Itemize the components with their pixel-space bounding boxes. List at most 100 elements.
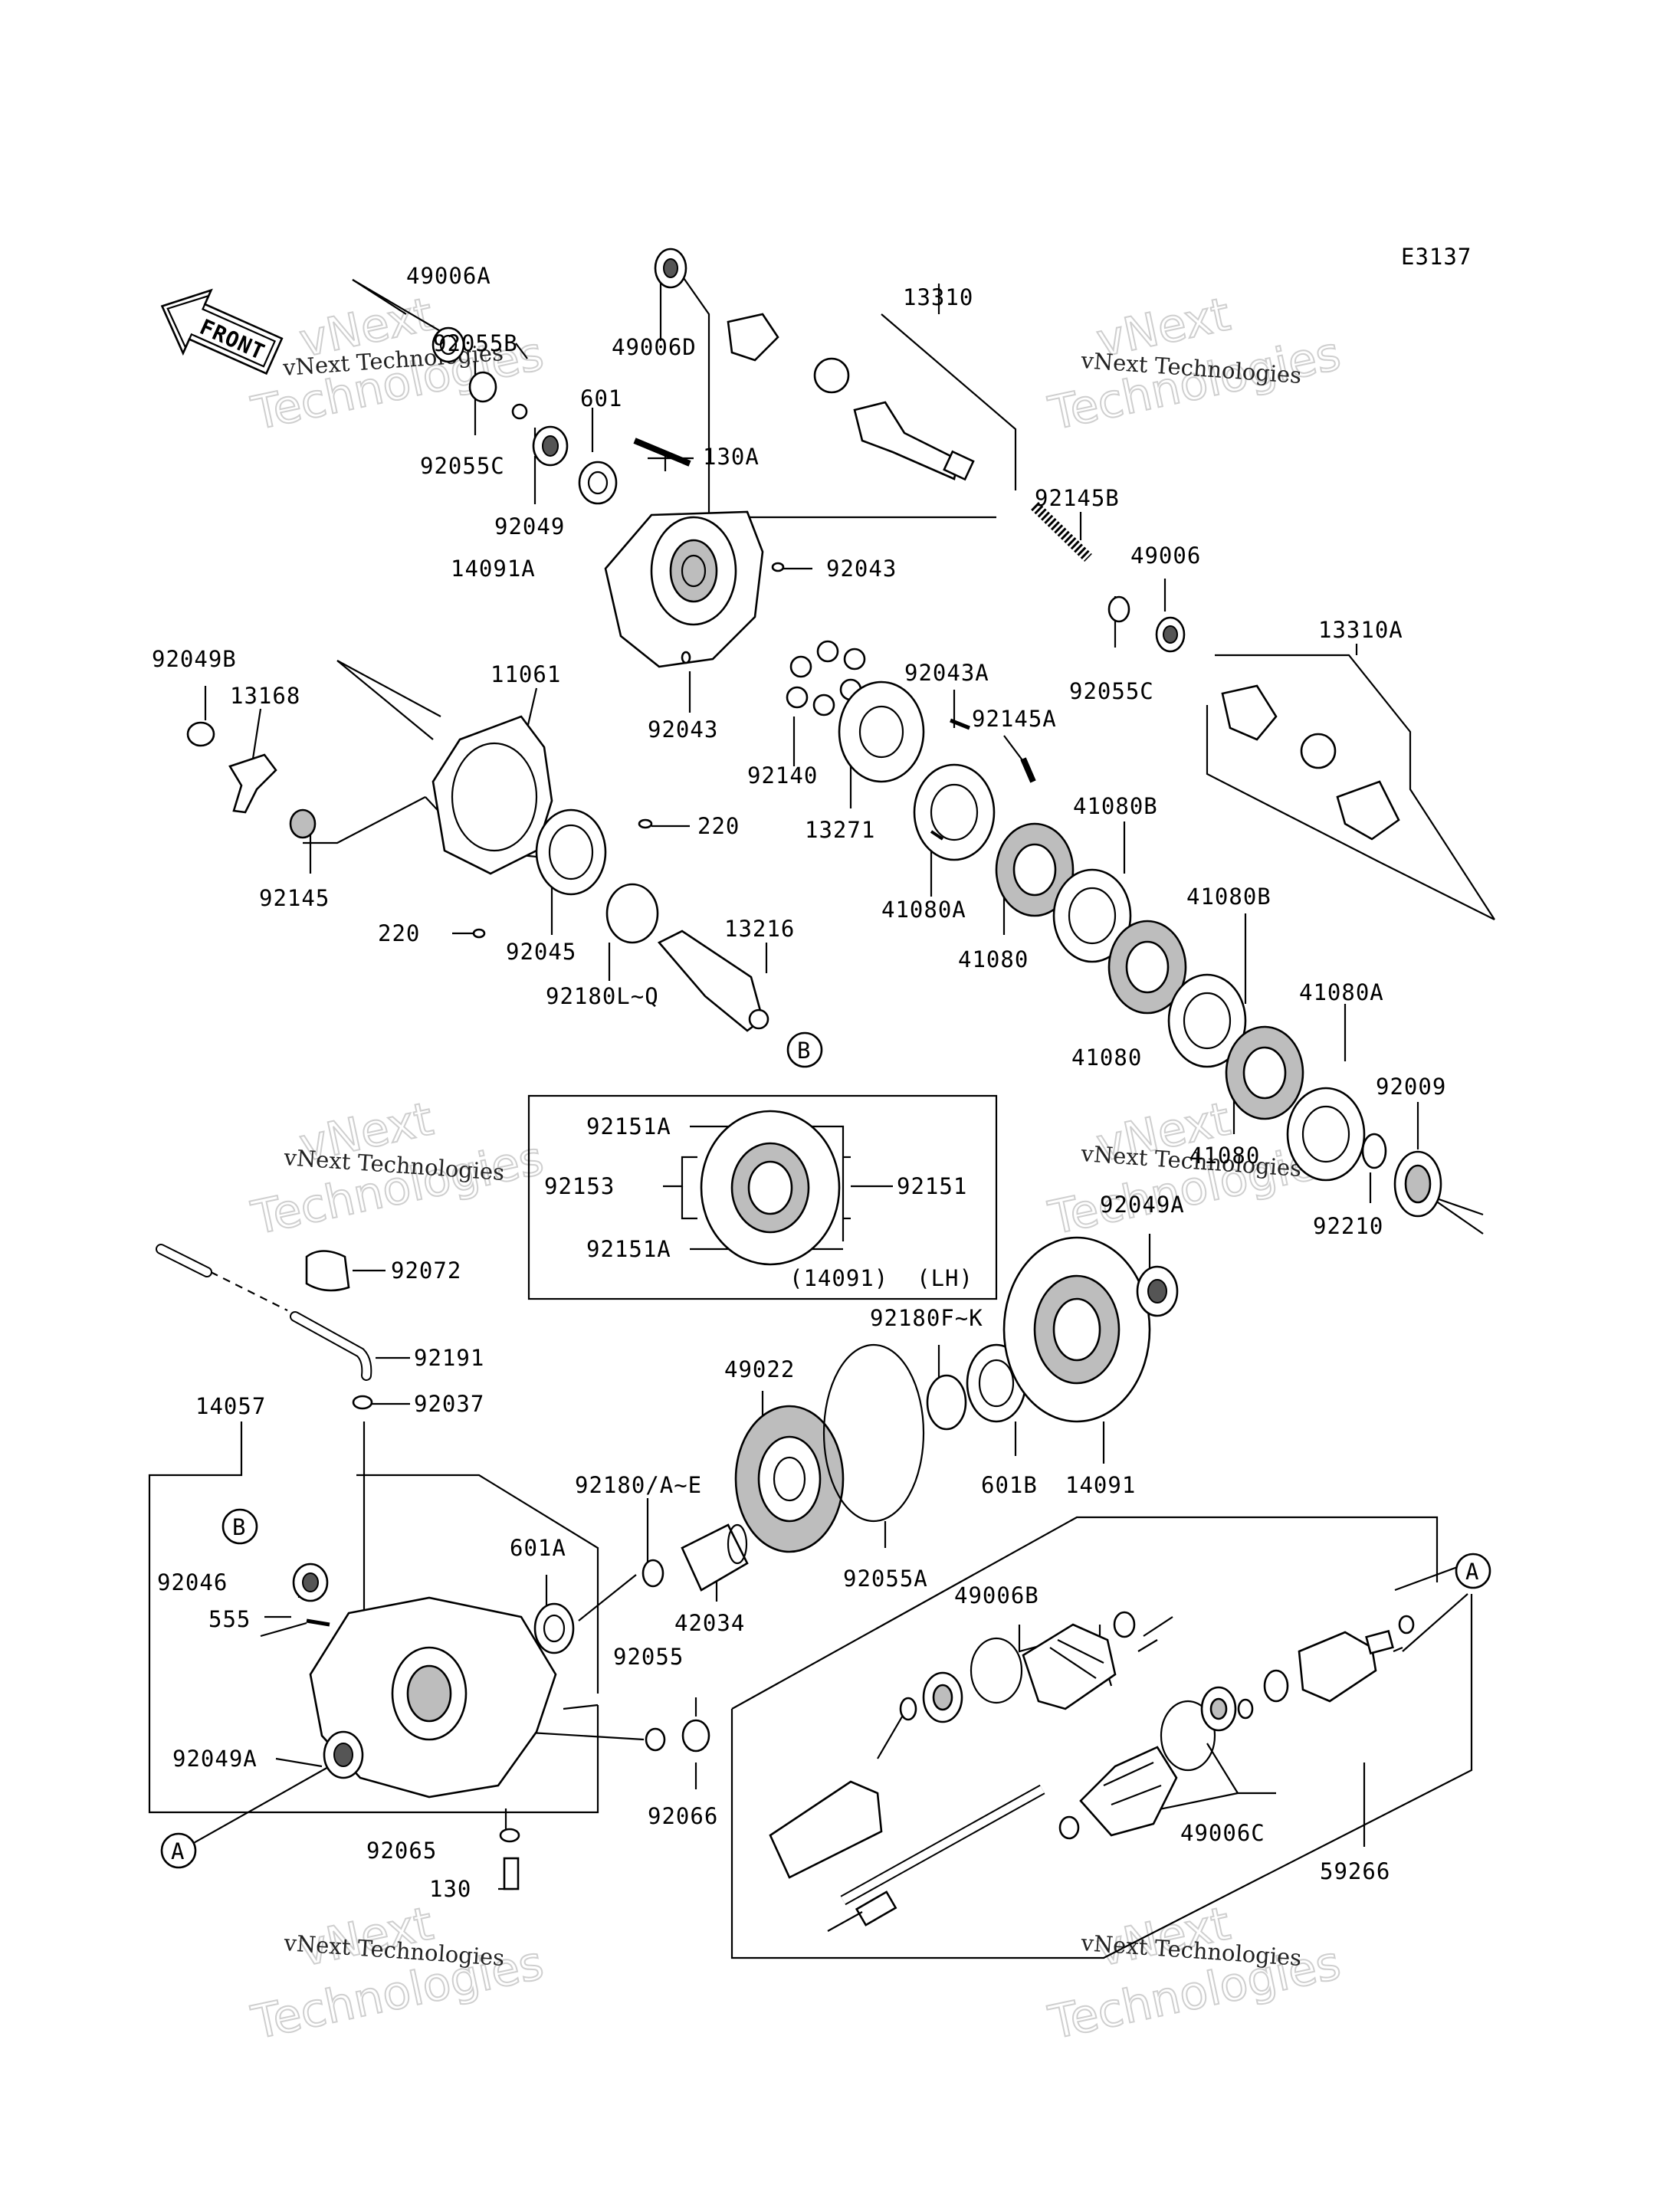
boot-band-small (1058, 1815, 1080, 1840)
part-label: 92151 (897, 1173, 967, 1199)
ring-gear-49022 (734, 1405, 845, 1553)
part-label: 49006B (954, 1582, 1039, 1608)
cv-joint-inner (922, 1671, 963, 1723)
dowel-220 (638, 818, 653, 829)
part-label: 41080B (1186, 884, 1271, 910)
callout-A: A (1465, 1559, 1479, 1585)
part-label: 92049B (152, 646, 237, 672)
part-label: 92145B (1035, 485, 1120, 511)
housing-14091A (604, 510, 764, 668)
part-label: 13310A (1318, 617, 1403, 643)
part-label: 92055C (1069, 678, 1154, 704)
part-label: 92153 (544, 1173, 615, 1199)
part-label: 49006 (1130, 543, 1201, 569)
washer-92210 (1361, 1133, 1387, 1169)
part-label: 13310 (903, 284, 973, 310)
oring-92055A (822, 1343, 925, 1523)
part-label: 92009 (1376, 1074, 1446, 1100)
cv-joint-housing (1298, 1629, 1394, 1703)
callout-A: A (171, 1838, 185, 1864)
part-label: 92049A (1100, 1192, 1185, 1218)
part-labels: 49006A 92055B 92055C 601 130A 92049 1409… (152, 263, 1446, 1902)
part-label: 49006D (612, 334, 697, 360)
boot-band-small (1113, 1611, 1136, 1638)
part-label: 49006A (406, 263, 491, 289)
ref-circle-A (160, 1832, 197, 1869)
friction-plate-41080 (1107, 920, 1187, 1015)
part-label: 92037 (414, 1391, 484, 1417)
dowel-92043 (771, 562, 785, 572)
spring-92145 (289, 808, 317, 839)
part-label: 92055B (433, 330, 518, 356)
band-92072 (305, 1250, 350, 1292)
part-label: 92049 (494, 513, 565, 539)
part-label: 130A (703, 444, 760, 470)
housing-14057 (309, 1596, 557, 1799)
bolt-130 (503, 1857, 520, 1890)
part-label: 92180F~K (870, 1305, 983, 1331)
circlip (899, 1697, 917, 1721)
boot-band (970, 1637, 1023, 1704)
part-label: 92043 (648, 716, 718, 743)
friction-plate-41080 (1225, 1025, 1304, 1120)
boot-49006C (1079, 1746, 1178, 1837)
part-label: 92072 (391, 1258, 461, 1284)
part-label: 92151A (586, 1236, 671, 1262)
bearing-49006A (431, 326, 465, 363)
part-label: 92140 (747, 762, 818, 789)
propshaft-13310A (1221, 684, 1400, 841)
part-label: 130 (429, 1876, 471, 1902)
part-label: 92145A (972, 706, 1057, 732)
part-label: 41080 (1071, 1044, 1142, 1071)
gear-hub-42034 (681, 1523, 749, 1592)
part-label: 92180/A~E (575, 1472, 702, 1498)
plate-41080B (1052, 868, 1132, 963)
steel-balls-92140 (786, 640, 866, 716)
washer-92065 (499, 1828, 520, 1843)
part-label: 220 (378, 920, 420, 946)
pinion-13216 (657, 930, 769, 1032)
part-label: 92065 (366, 1838, 437, 1864)
dowel-92043A (950, 718, 970, 730)
part-label: 49006C (1180, 1820, 1265, 1846)
front-arrow-icon: FRONT (160, 288, 284, 375)
bearing-601A (533, 1602, 575, 1654)
seal-92009 (1393, 1150, 1442, 1218)
part-label: 601A (510, 1535, 566, 1561)
plate-41080A (913, 763, 996, 861)
shaft-13168 (228, 753, 277, 814)
callout-letters: B B A A (171, 1038, 1479, 1864)
ref-circle-B (221, 1508, 258, 1545)
part-label: 42034 (674, 1610, 745, 1636)
part-label: 11061 (491, 661, 561, 687)
friction-plate-41080 (995, 822, 1075, 917)
part-label: 92045 (506, 939, 576, 965)
diagram-code: E3137 (1401, 244, 1472, 270)
seal-92049B (186, 721, 215, 747)
seal-92049A (1136, 1265, 1179, 1317)
part-label: 41080 (1189, 1143, 1260, 1169)
part-label: 14057 (195, 1393, 266, 1419)
boot-band (1160, 1700, 1216, 1772)
part-label: 555 (208, 1606, 251, 1632)
part-label: 92210 (1313, 1213, 1383, 1239)
part-label: 92151A (586, 1113, 671, 1139)
boot-49006B (1022, 1623, 1117, 1710)
part-label: 14091 (1065, 1472, 1136, 1498)
part-shapes (156, 248, 1491, 1932)
ref-circle-A (1455, 1553, 1491, 1589)
part-label: 49022 (724, 1356, 795, 1382)
shim-92180FK (926, 1374, 967, 1431)
detail-box-14091-LH (527, 1094, 998, 1300)
part-label: 601B (981, 1472, 1038, 1498)
axle-59266 (769, 1780, 1045, 1932)
part-label: 41080A (881, 897, 966, 923)
plate-41080B (1167, 973, 1247, 1068)
dowel-92043 (681, 651, 691, 664)
clamp-92037 (352, 1395, 373, 1410)
oring-92055 (645, 1727, 666, 1752)
spring-92145A (1020, 757, 1036, 783)
bearing-601 (578, 461, 618, 505)
cv-joint-outer-cage (1200, 1686, 1237, 1732)
